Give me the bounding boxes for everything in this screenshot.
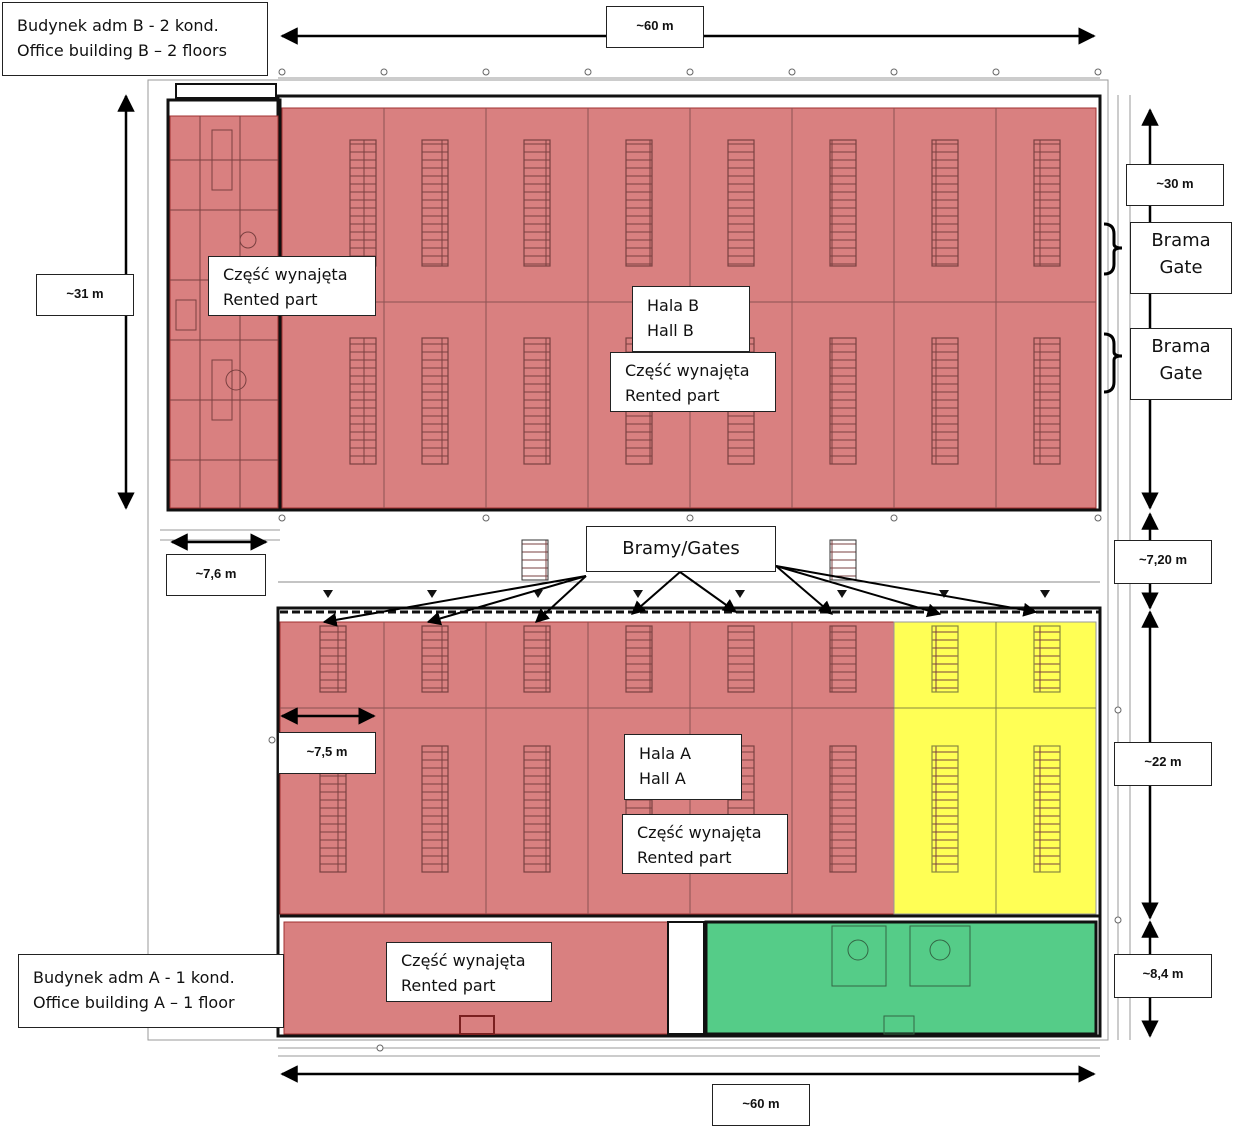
rented-label-pl: Część wynajęta <box>637 823 762 842</box>
hall-b-label: Hala B Hall B <box>632 286 750 352</box>
hall-a-label: Hala A Hall A <box>624 734 742 800</box>
dim-yard-gap: ~7,20 m <box>1114 540 1212 584</box>
hall-a-rented-label: Część wynajęta Rented part <box>622 814 788 874</box>
rented-label-pl: Część wynajęta <box>625 361 750 380</box>
dim-left-height: ~31 m <box>36 274 134 316</box>
gate-markers <box>323 590 1050 598</box>
rented-label-en: Rented part <box>401 976 496 995</box>
hall-a-racks-yellow <box>931 625 1061 873</box>
gate-label-pl: Brama <box>1151 230 1211 251</box>
office-b-rented-label: Część wynajęta Rented part <box>208 256 376 316</box>
hall-a-label-pl: Hala A <box>639 744 692 763</box>
gate-label-pl: Brama <box>1151 336 1211 357</box>
rented-label-en: Rented part <box>637 848 732 867</box>
office-a-label-pl: Budynek adm A - 1 kond. <box>33 968 235 987</box>
rented-label-en: Rented part <box>625 386 720 405</box>
dim-top-width: ~60 m <box>606 6 704 48</box>
office-b-label-pl: Budynek adm B - 2 kond. <box>17 16 219 35</box>
gate-label-en: Gate <box>1159 363 1203 384</box>
dim-office-b-width: ~7,6 m <box>166 554 266 596</box>
drawing-frame <box>147 77 1131 1057</box>
hall-b-label-en: Hall B <box>647 321 694 340</box>
hall-b-racks <box>349 139 1061 465</box>
office-a-label-en: Office building A – 1 floor <box>33 993 235 1012</box>
dim-hall-a-depth: ~22 m <box>1114 742 1212 786</box>
rented-label-pl: Część wynajęta <box>223 265 348 284</box>
dim-bay-width: ~7,5 m <box>278 732 376 774</box>
rented-label-pl: Część wynajęta <box>401 951 526 970</box>
gate-label-upper: Brama Gate <box>1130 222 1232 294</box>
gate-label-lower: Brama Gate <box>1130 328 1232 400</box>
gate-label-en: Gate <box>1159 257 1203 278</box>
office-b-label-en: Office building B – 2 floors <box>17 41 227 60</box>
office-a-label: Budynek adm A - 1 kond. Office building … <box>18 954 284 1028</box>
dim-bottom-width: ~60 m <box>712 1084 810 1126</box>
side-gate-braces <box>1103 222 1123 394</box>
dim-office-a-depth: ~8,4 m <box>1114 954 1212 998</box>
dim-hall-b-depth: ~30 m <box>1126 164 1224 206</box>
gates-multi-text: Bramy/Gates <box>622 538 740 559</box>
yard-racks <box>521 539 857 581</box>
gates-multi-label: Bramy/Gates <box>586 526 776 572</box>
gates-pointer-arrows <box>322 565 1038 627</box>
grid-markers <box>268 68 1122 1052</box>
hall-a-label-en: Hall A <box>639 769 686 788</box>
hall-b-label-pl: Hala B <box>647 296 700 315</box>
hall-b-rented-label: Część wynajęta Rented part <box>610 352 776 412</box>
rented-label-en: Rented part <box>223 290 318 309</box>
office-b-label: Budynek adm B - 2 kond. Office building … <box>2 2 268 76</box>
office-a-rented-label: Część wynajęta Rented part <box>386 942 552 1002</box>
